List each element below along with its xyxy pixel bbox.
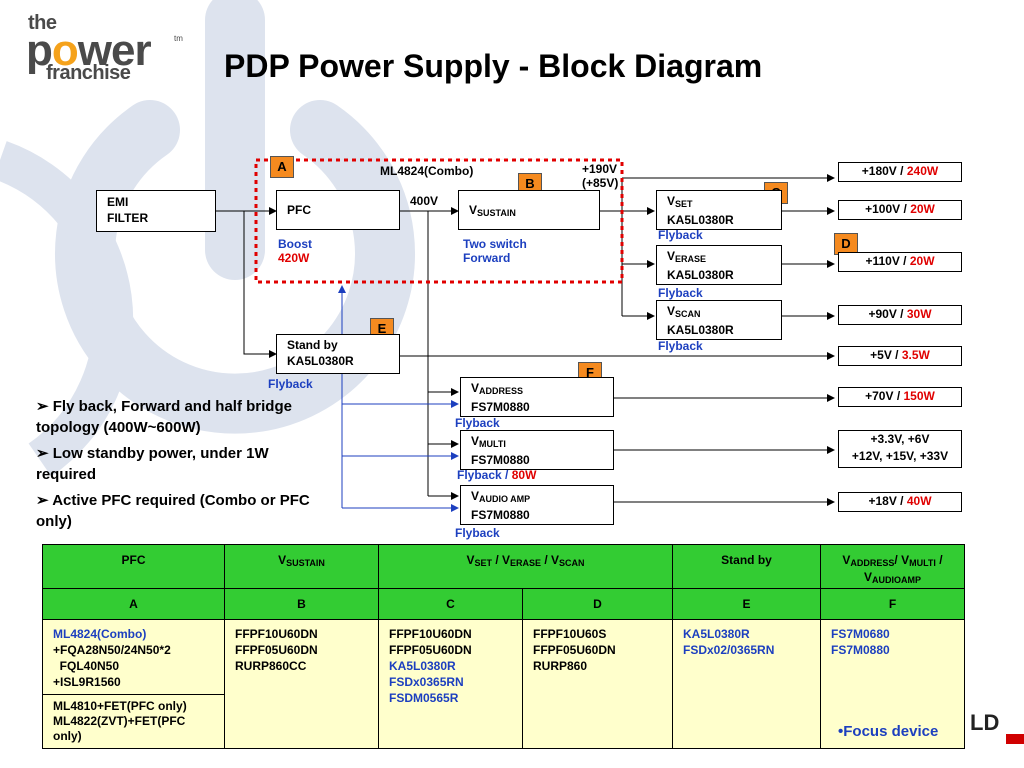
v190-label: +190V bbox=[582, 162, 618, 176]
letter-f: F bbox=[820, 588, 965, 620]
boost-label: Boost bbox=[278, 237, 312, 251]
bullet-item: ➢ Fly back, Forward and half bridge topo… bbox=[36, 398, 292, 436]
bullet-item: ➢ Active PFC required (Combo or PFC only… bbox=[36, 492, 310, 530]
cell-e: KA5L0380R FSDx02/0365RN bbox=[672, 619, 821, 749]
v400-label: 400V bbox=[410, 194, 439, 208]
output-18v: +18V / 40W bbox=[838, 492, 962, 512]
output-90v: +90V / 30W bbox=[838, 305, 962, 325]
logo-trademark: tm bbox=[174, 34, 183, 43]
parts-table: PFC VSUSTAIN VSET / VERASE / VSCAN Stand… bbox=[42, 544, 965, 749]
corner-brand-logo: LD bbox=[968, 710, 1024, 744]
output-5v: +5V / 3.5W bbox=[838, 346, 962, 366]
table-row: ML4824(Combo) +FQA28N50/24N50*2 FQL40N50… bbox=[42, 619, 965, 749]
bullet-list: ➢ Fly back, Forward and half bridge topo… bbox=[36, 396, 326, 537]
boost-watt-label: 420W bbox=[278, 251, 310, 265]
power-button-icon: o bbox=[51, 26, 79, 75]
flyback-label-vaddress: Flyback bbox=[455, 416, 500, 430]
logo-the: the bbox=[28, 12, 57, 34]
forward-label: Forward bbox=[463, 251, 511, 265]
output-70v: +70V / 150W bbox=[838, 387, 962, 407]
page-title: PDP Power Supply - Block Diagram bbox=[224, 48, 763, 84]
cell-d: FFPF10U60S FFPF05U60DN RURP860 bbox=[522, 619, 673, 749]
letter-e: E bbox=[672, 588, 821, 620]
letter-b: B bbox=[224, 588, 379, 620]
header-set-erase-scan: VSET / VERASE / VSCAN bbox=[378, 544, 673, 589]
letter-a: A bbox=[42, 588, 225, 620]
output-multi: +3.3V, +6V+12V, +15V, +33V bbox=[838, 430, 962, 468]
table-row: ML4810+FET(PFC only) ML4822(ZVT)+FET(PFC… bbox=[42, 694, 965, 749]
two-switch-label: Two switch bbox=[463, 237, 527, 251]
focus-device-note: •Focus device bbox=[838, 723, 939, 740]
bullet-item: ➢ Low standby power, under 1W required bbox=[36, 445, 269, 483]
combo-dashed-region bbox=[254, 158, 624, 284]
flyback-label-verase: Flyback bbox=[658, 286, 703, 300]
output-180v: +180V / 240W bbox=[838, 162, 962, 182]
cell-b: FFPF10U60DN FFPF05U60DN RURP860CC bbox=[224, 619, 379, 749]
header-standby: Stand by bbox=[672, 544, 821, 589]
flyback-label-vscan: Flyback bbox=[658, 339, 703, 353]
table-header-row: PFC VSUSTAIN VSET / VERASE / VSCAN Stand… bbox=[42, 544, 965, 589]
cell-c: FFPF10U60DN FFPF05U60DN KA5L0380R FSDx03… bbox=[378, 619, 523, 749]
cell-f: FS7M0680 FS7M0880 bbox=[820, 619, 965, 749]
v85-label: (+85V) bbox=[582, 176, 619, 190]
letter-d: D bbox=[522, 588, 673, 620]
flyback-label-vset: Flyback bbox=[658, 228, 703, 242]
header-sustain: VSUSTAIN bbox=[224, 544, 379, 589]
cell-a: ML4824(Combo) +FQA28N50/24N50*2 FQL40N50… bbox=[42, 619, 225, 695]
table-letter-row: A B C D E F bbox=[42, 588, 965, 620]
output-110v: +110V / 20W bbox=[838, 252, 962, 272]
flyback-label-standby: Flyback bbox=[268, 377, 313, 391]
combo-label: ML4824(Combo) bbox=[380, 164, 474, 178]
cell-a2: ML4810+FET(PFC only) ML4822(ZVT)+FET(PFC… bbox=[42, 694, 225, 749]
header-address-multi-audio: VADDRESS/ VMULTI /VAUDIOAMP bbox=[820, 544, 965, 589]
svg-text:LD: LD bbox=[970, 710, 999, 735]
flyback-label-vaudio: Flyback bbox=[455, 526, 500, 540]
vsustain-block: VSUSTAIN bbox=[458, 190, 600, 230]
letter-c: C bbox=[378, 588, 523, 620]
logo-power: power bbox=[26, 26, 152, 75]
output-100v: +100V / 20W bbox=[838, 200, 962, 220]
logo-franchise: franchise bbox=[46, 62, 131, 84]
flyback-label-vmulti: Flyback / 80W bbox=[457, 468, 537, 482]
badge-a: A bbox=[270, 156, 294, 178]
header-pfc: PFC bbox=[42, 544, 225, 589]
pfc-block: PFC bbox=[276, 190, 400, 230]
